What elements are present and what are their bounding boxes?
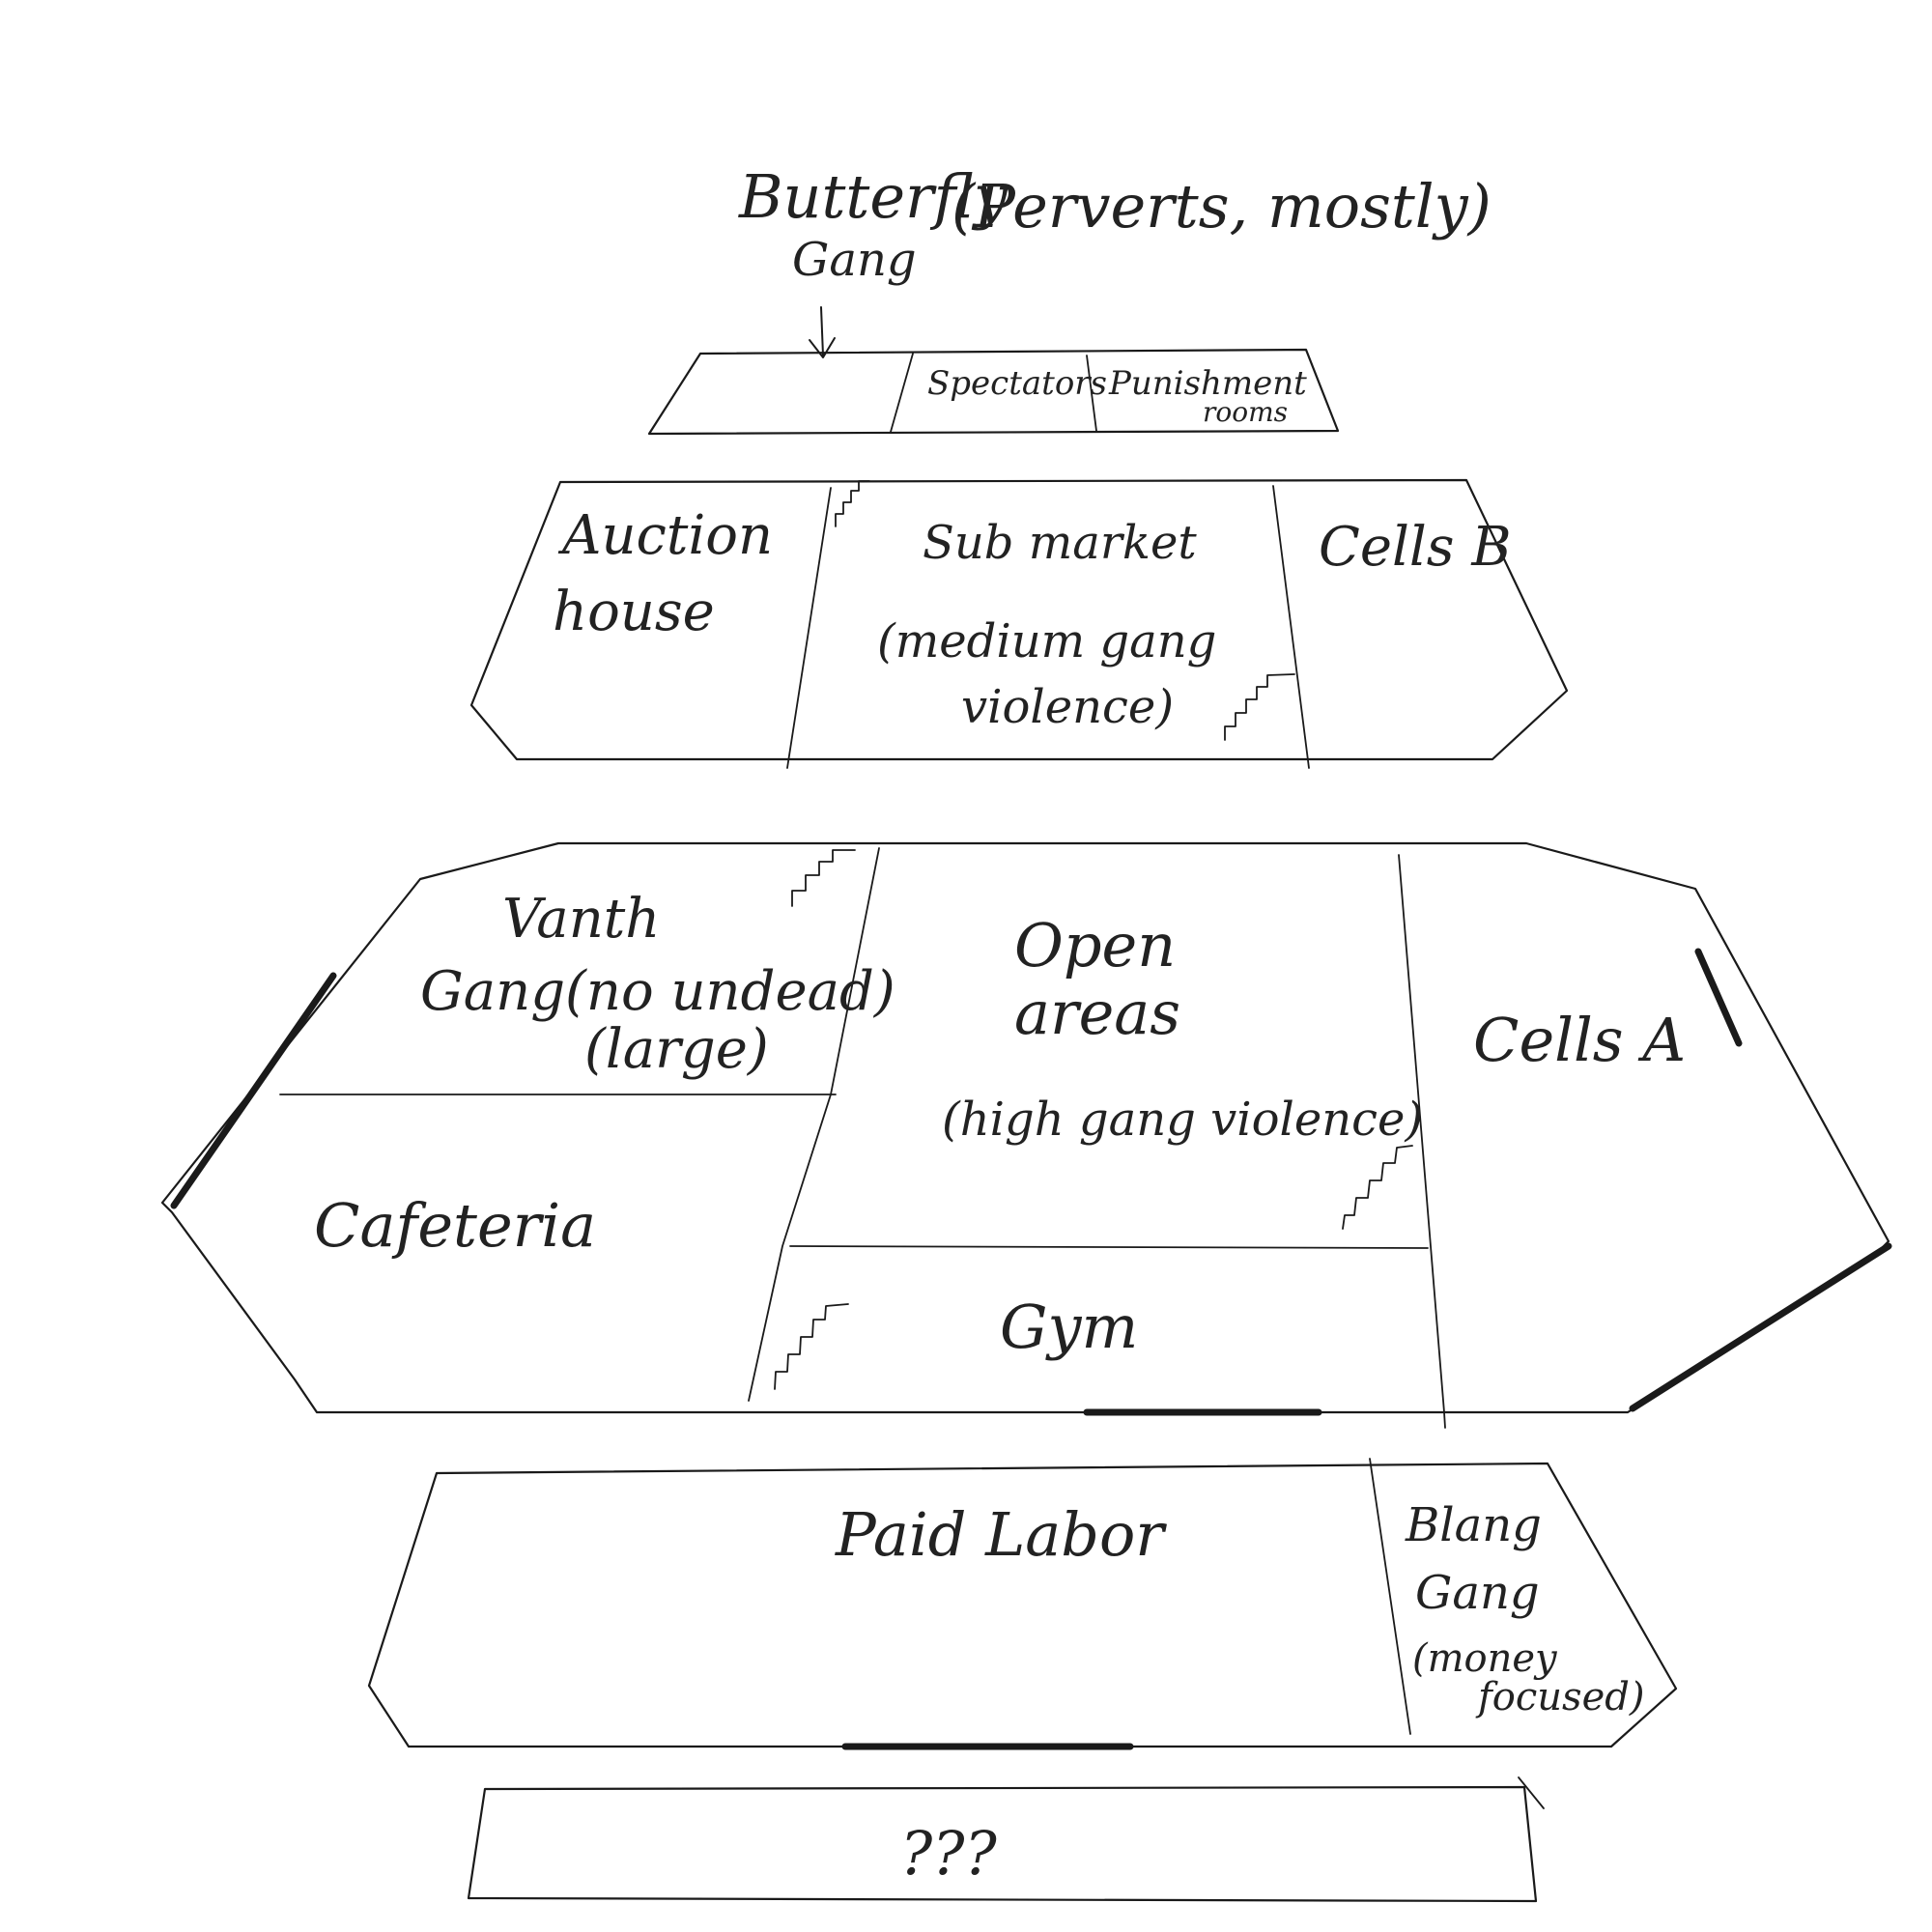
vanth-large-label: (large) (584, 1018, 769, 1081)
floor-main-edge-right-lower (1629, 1242, 1892, 1412)
floor-bottom-outline (467, 1785, 1538, 1903)
cells-a-divider (1398, 854, 1446, 1429)
floor-upper-outline (469, 478, 1569, 761)
sub-market-room: Sub market (medium gang violence) (877, 516, 1216, 734)
open-label: Open (1014, 910, 1176, 980)
blang-label: Blang (1405, 1498, 1542, 1552)
open-gym-divider (789, 1245, 1429, 1249)
money-label: (money (1412, 1636, 1558, 1681)
gym-room: Gym (1000, 1292, 1138, 1362)
cafeteria-room: Cafeteria (314, 1190, 596, 1261)
stairs-icon (774, 1303, 849, 1390)
down-arrow-icon (809, 306, 836, 358)
auction-label: Auction (557, 504, 773, 567)
punishment-rooms: Punishment rooms (1108, 364, 1307, 428)
floor-top: Spectators Punishment rooms (647, 348, 1340, 436)
paid-labor-label: Paid Labor (835, 1499, 1167, 1570)
stairs-icon (791, 849, 856, 907)
paid-labor-room: Paid Labor (835, 1499, 1167, 1570)
house-label: house (553, 581, 715, 643)
auction-house-room: Auction house (553, 504, 773, 643)
stairs-icon (1342, 1145, 1413, 1230)
floor-upper-divider-1 (786, 487, 832, 769)
sub-market-label: Sub market (923, 516, 1197, 570)
open-areas-room: Open areas (high gang violence) (942, 910, 1423, 1147)
sub-market-violence-label: (medium gang (877, 614, 1216, 668)
gang-label: Gang (792, 233, 917, 287)
floor-lower-outline (367, 1462, 1678, 1748)
cells-a-room: Cells A (1473, 1005, 1686, 1075)
floor-main-edge-right-upper (1694, 948, 1743, 1047)
focused-label: focused) (1475, 1675, 1644, 1719)
blang-gang-label: Gang (1415, 1566, 1540, 1620)
floor-top-divider-2 (1086, 355, 1097, 432)
perverts-note: (Perverts, mostly) (952, 171, 1492, 242)
floor-bottom-corner-mark (1518, 1776, 1545, 1809)
unknown-floor-label: ??? (900, 1818, 997, 1889)
rooms-label: rooms (1203, 396, 1288, 428)
floor-top-divider-1 (890, 353, 914, 433)
sub-market-violence-end-label: violence) (961, 680, 1174, 734)
vanth-gang-label: Gang(no undead) (420, 960, 895, 1023)
gym-label: Gym (1000, 1292, 1138, 1362)
areas-label: areas (1014, 978, 1180, 1048)
floor-bottom: ??? (467, 1776, 1545, 1903)
blang-gang-room: Blang Gang (money focused) (1405, 1498, 1644, 1719)
floor-top-outline (647, 348, 1340, 436)
spectators-room: Spectators (927, 364, 1107, 403)
cells-b-label: Cells B (1319, 516, 1512, 579)
vanth-label: Vanth (502, 888, 660, 951)
spectators-label: Spectators (927, 364, 1107, 403)
stairs-icon (1224, 673, 1295, 741)
butterfly-gang-annotation: Butterfly Gang (Perverts, mostly) (738, 161, 1492, 358)
west-wing-divider-upper (830, 847, 880, 1095)
floor-main: Vanth Gang(no undead) (large) Cafeteria … (160, 841, 1892, 1429)
floor-main-edge-left (170, 972, 337, 1209)
stairs-icon (835, 480, 870, 527)
butterfly-label: Butterfly (738, 161, 1009, 232)
west-wing-divider-lower (748, 1094, 832, 1402)
punishment-label: Punishment (1108, 364, 1307, 403)
cafeteria-label: Cafeteria (314, 1190, 596, 1261)
cells-a-label: Cells A (1473, 1005, 1686, 1075)
floor-lower: Paid Labor Blang Gang (money focused) (367, 1458, 1678, 1750)
cells-b-room: Cells B (1319, 516, 1512, 579)
floor-upper-divider-2 (1272, 485, 1310, 769)
paid-labor-blang-divider (1369, 1458, 1411, 1735)
floor-main-outline (160, 841, 1890, 1414)
vanth-gang-room: Vanth Gang(no undead) (large) (420, 888, 895, 1081)
floor-upper: Auction house Sub market (medium gang vi… (469, 478, 1569, 769)
open-areas-violence-label: (high gang violence) (942, 1093, 1423, 1147)
